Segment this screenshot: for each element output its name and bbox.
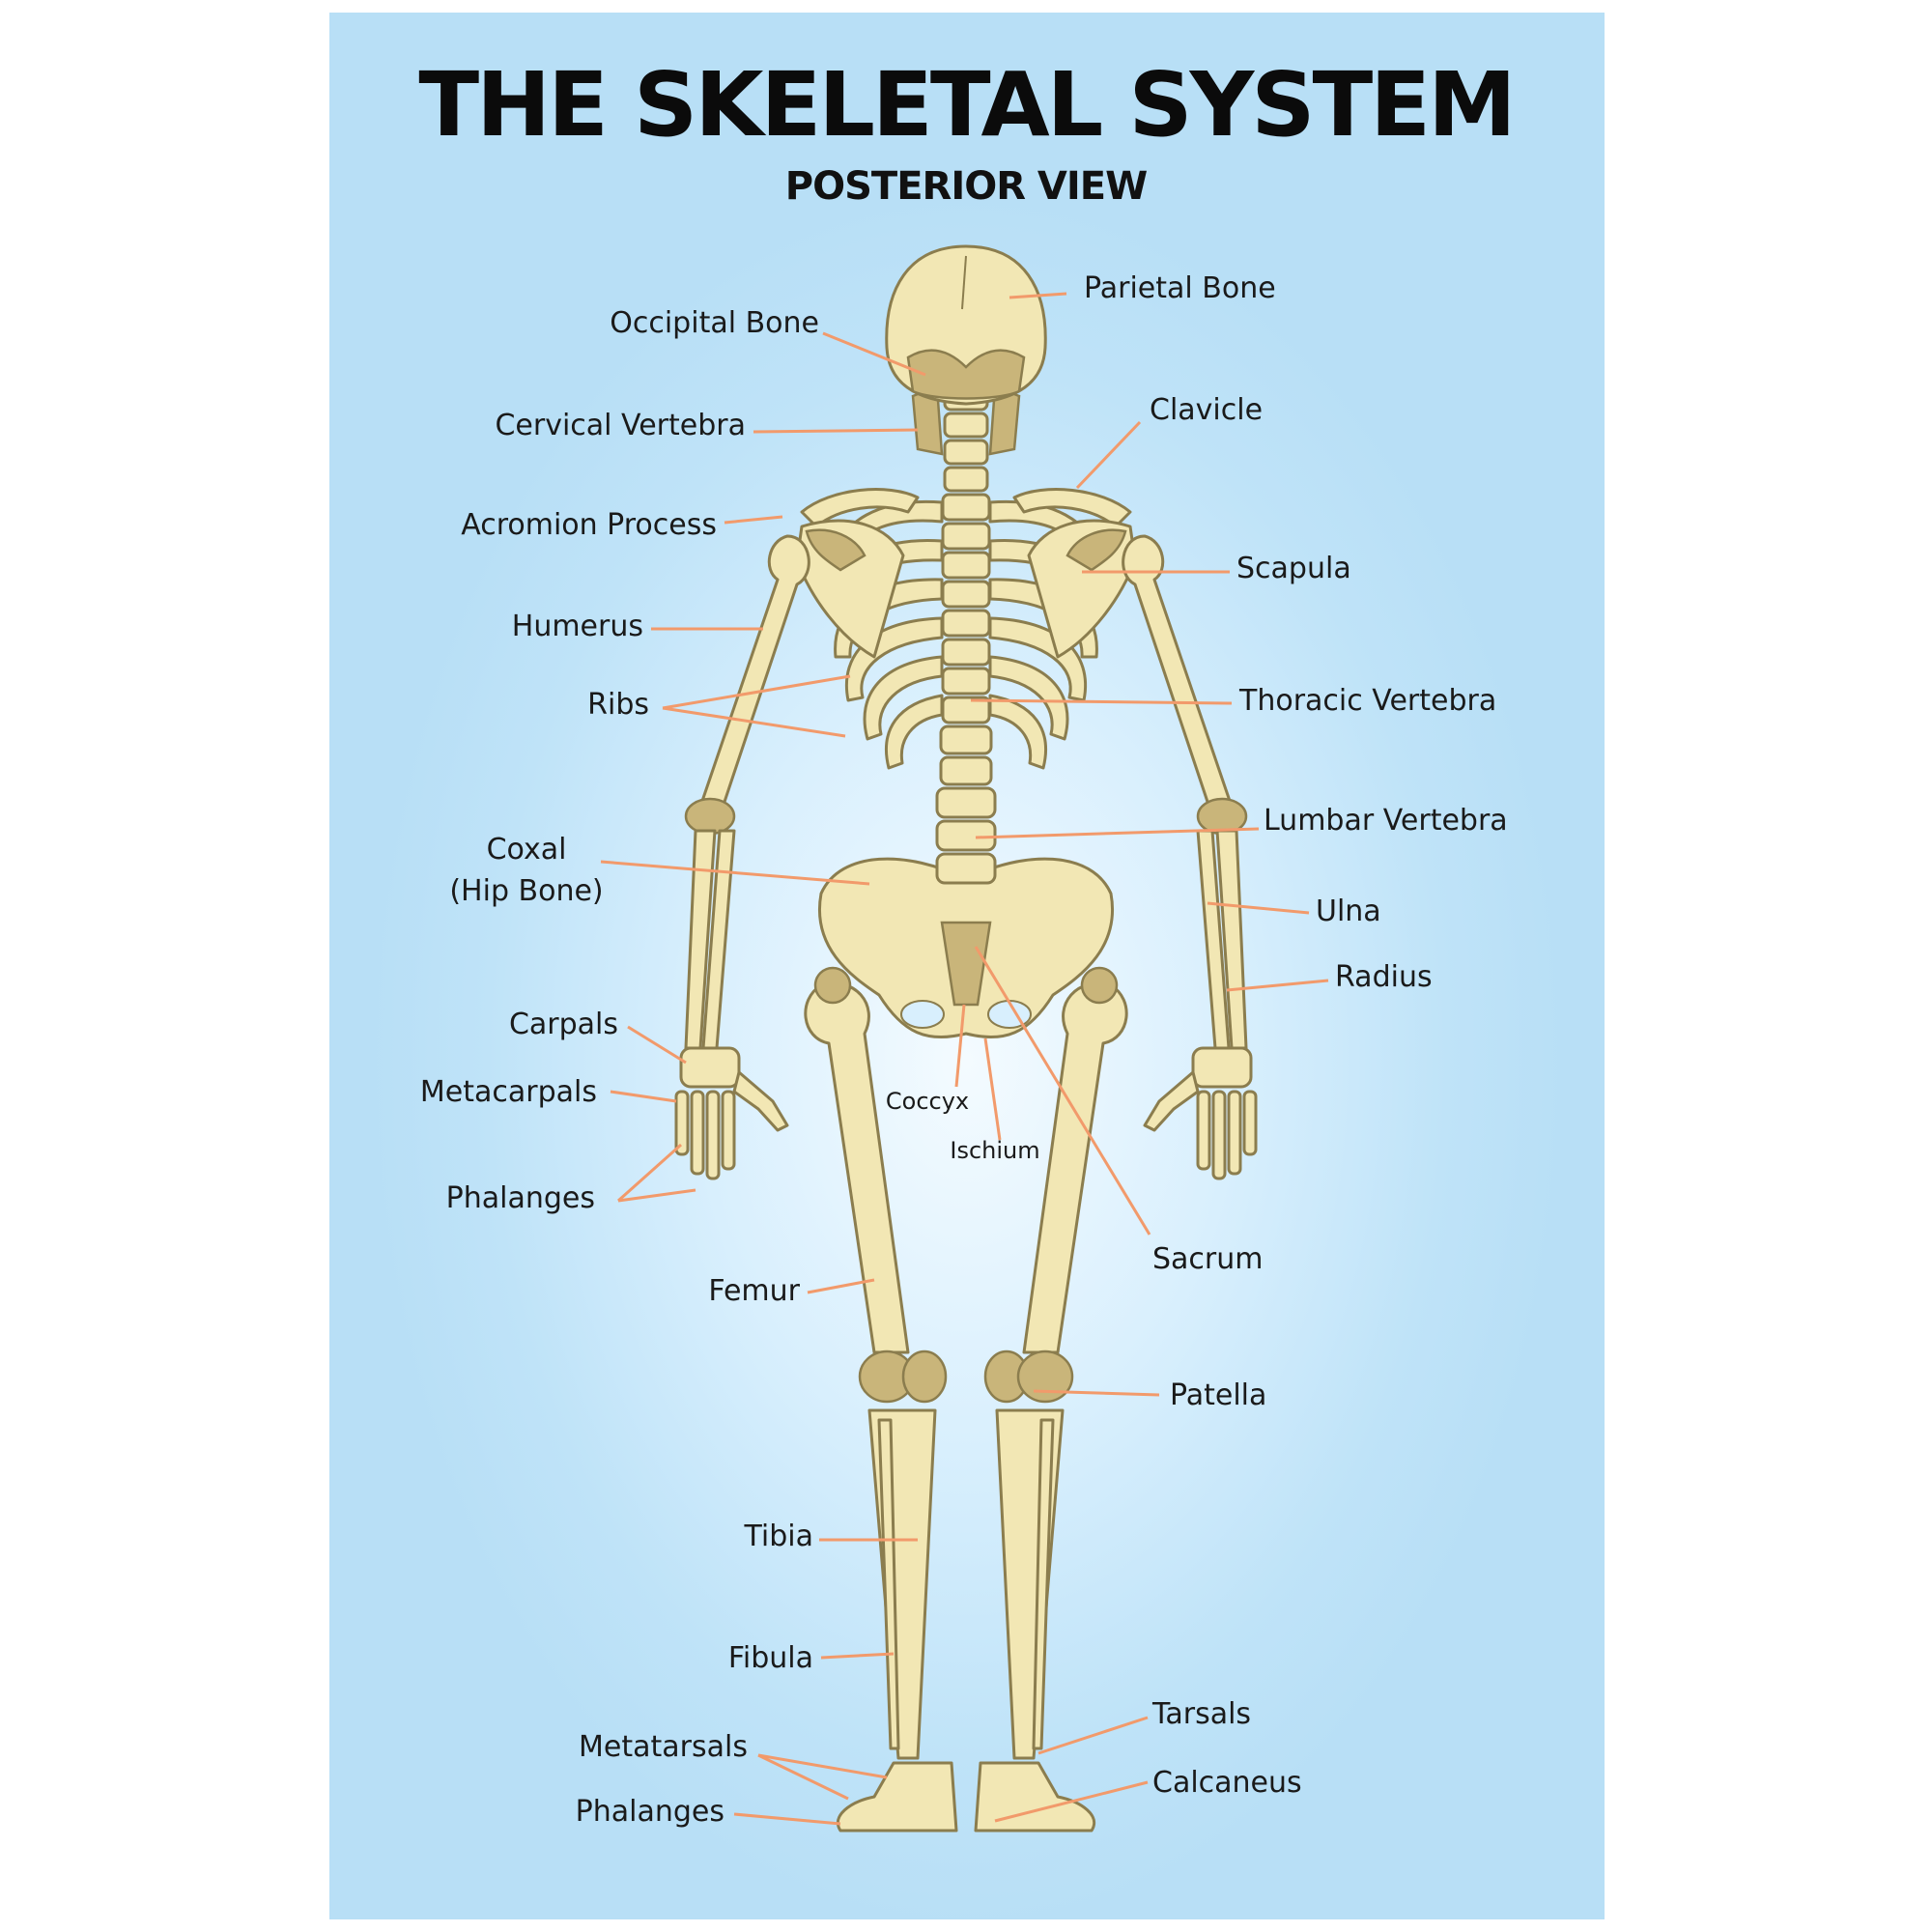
leader-metatarsals-a	[757, 1753, 888, 1779]
label-lumbar-vertebra: Lumbar Vertebra	[1264, 804, 1508, 838]
leader-sacrum	[974, 946, 1151, 1236]
label-phalanges-hand: Phalanges	[445, 1181, 595, 1215]
leader-femur	[807, 1278, 875, 1294]
label-coccyx: Coccyx	[885, 1088, 970, 1115]
leader-metacarpals	[610, 1090, 677, 1103]
label-coxal: Coxal	[486, 833, 567, 867]
leader-ribs-lower	[662, 706, 846, 738]
leader-parietal-bone	[1009, 292, 1067, 299]
leader-carpals	[627, 1025, 687, 1065]
label-radius: Radius	[1335, 960, 1433, 994]
label-femur: Femur	[708, 1274, 800, 1308]
leader-clavicle	[1075, 420, 1142, 490]
label-carpals: Carpals	[508, 1008, 618, 1041]
shoulders	[795, 488, 1137, 659]
leader-radius	[1226, 979, 1329, 992]
label-phalanges-foot: Phalanges	[575, 1795, 724, 1829]
leader-phalanges-hand-upper	[617, 1143, 682, 1203]
leader-metatarsals-b	[757, 1753, 849, 1801]
hands	[674, 1046, 1258, 1180]
leader-ulna	[1207, 901, 1310, 915]
leader-acromion-process	[724, 515, 783, 525]
spine	[935, 384, 997, 885]
label-parietal-bone: Parietal Bone	[1084, 271, 1276, 305]
arms	[684, 534, 1248, 1050]
label-hip-bone: (Hip Bone)	[449, 874, 604, 908]
pelvis	[813, 857, 1119, 1039]
leader-patella	[1033, 1389, 1160, 1397]
label-cervical-vertebra: Cervical Vertebra	[495, 409, 746, 442]
leader-lines	[600, 292, 1329, 1826]
label-patella: Patella	[1170, 1378, 1267, 1412]
label-thoracic-vertebra: Thoracic Vertebra	[1239, 684, 1497, 718]
label-humerus: Humerus	[511, 610, 643, 643]
label-tarsals: Tarsals	[1152, 1697, 1252, 1731]
leader-lumbar-vertebra	[975, 827, 1260, 839]
leader-fibula	[820, 1652, 895, 1660]
skull	[885, 244, 1047, 456]
page-title: THE SKELETAL SYSTEM	[418, 53, 1516, 156]
leader-tarsals	[1037, 1716, 1149, 1755]
label-clavicle: Clavicle	[1150, 393, 1264, 427]
label-scapula: Scapula	[1236, 552, 1351, 585]
label-ribs: Ribs	[587, 688, 649, 722]
leader-ischium	[983, 1037, 1002, 1141]
leader-ribs-upper	[662, 674, 851, 710]
leader-phalanges-foot	[733, 1812, 841, 1826]
label-fibula: Fibula	[727, 1641, 813, 1675]
label-acromion-process: Acromion Process	[461, 508, 717, 542]
leader-thoracic-vertebra	[970, 698, 1233, 705]
leader-coxal	[600, 860, 870, 886]
legs	[804, 981, 1128, 1833]
leader-coccyx	[954, 1004, 966, 1088]
leader-calcaneus	[994, 1780, 1149, 1823]
label-metatarsals: Metatarsals	[579, 1730, 748, 1764]
label-calcaneus: Calcaneus	[1152, 1766, 1302, 1800]
leader-occipital-bone	[822, 331, 926, 377]
label-ulna: Ulna	[1316, 895, 1381, 928]
label-metacarpals: Metacarpals	[419, 1075, 597, 1109]
leader-phalanges-hand-lower	[617, 1188, 696, 1203]
label-sacrum: Sacrum	[1152, 1242, 1264, 1276]
page-subtitle: POSTERIOR VIEW	[784, 164, 1148, 209]
label-tibia: Tibia	[744, 1520, 814, 1553]
label-ischium: Ischium	[950, 1137, 1040, 1164]
leader-cervical-vertebra	[753, 428, 919, 434]
label-occipital-bone: Occipital Bone	[610, 306, 819, 340]
